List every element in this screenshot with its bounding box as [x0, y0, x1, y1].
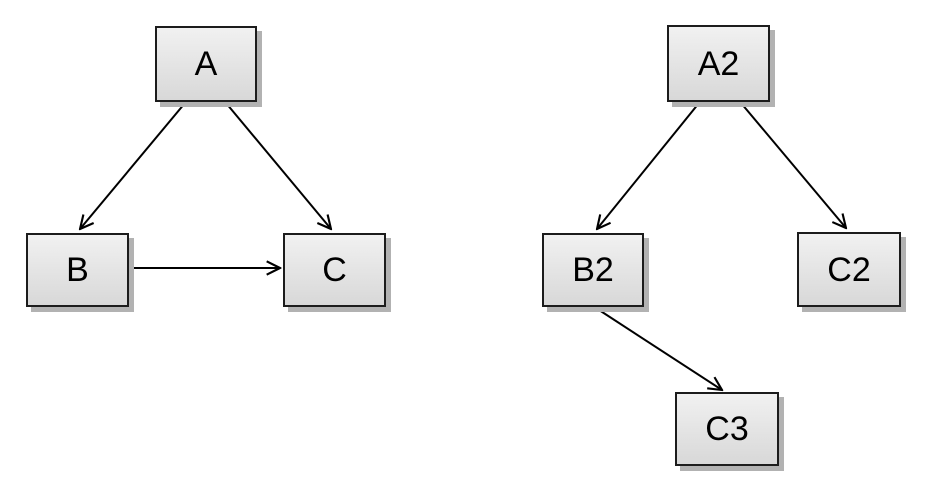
edge-A-C: [225, 102, 331, 229]
edge-A2-C2: [740, 102, 846, 228]
node-A-label: A: [194, 45, 218, 83]
edge-B2-C3: [595, 307, 722, 390]
node-C2-label: C2: [827, 250, 871, 289]
edge-A-B: [80, 102, 186, 229]
node-A[interactable]: A: [155, 26, 257, 102]
node-C-label: C: [322, 251, 347, 289]
node-A2[interactable]: A2: [667, 25, 770, 102]
node-C2[interactable]: C2: [797, 232, 901, 307]
edge-A2-B2: [597, 102, 700, 229]
node-C[interactable]: C: [283, 233, 386, 307]
node-C3-label: C3: [705, 410, 749, 448]
node-C3[interactable]: C3: [675, 392, 779, 466]
node-B2[interactable]: B2: [542, 233, 644, 307]
node-B2-label: B2: [572, 251, 614, 289]
node-B-label: B: [66, 251, 89, 289]
node-A2-label: A2: [697, 44, 740, 83]
node-B[interactable]: B: [26, 233, 129, 307]
